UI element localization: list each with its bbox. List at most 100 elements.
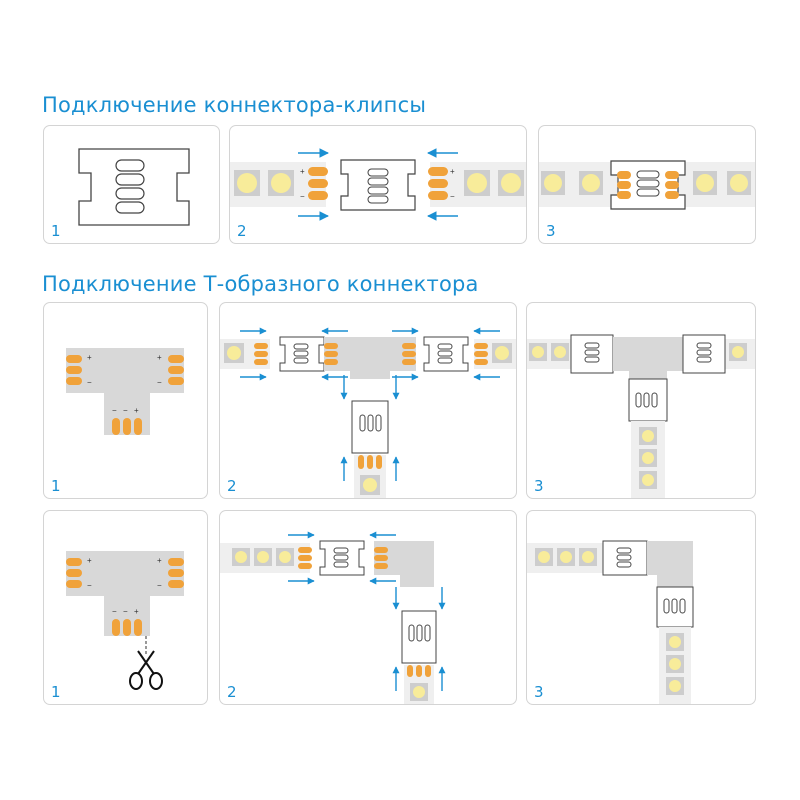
led-icon: [498, 170, 524, 196]
led-icon: [579, 548, 597, 566]
section-title-clip: Подключение коннектора-клипсы: [42, 93, 427, 117]
t-insert-diagram: [220, 327, 516, 498]
led-icon: [276, 548, 294, 566]
clip-connector-icon: [279, 336, 325, 372]
copper-pads-icon: [308, 167, 328, 200]
led-icon: [410, 683, 428, 701]
l-assembled-diagram: [527, 540, 694, 704]
led-icon: [666, 633, 684, 651]
svg-text:−: −: [87, 378, 92, 387]
svg-text:+: +: [134, 406, 139, 415]
l-step-3-panel: 3: [526, 510, 756, 705]
led-icon: [639, 427, 657, 445]
clip-step-2-panel: + − + − 2: [229, 125, 527, 244]
svg-text:+: +: [134, 607, 139, 616]
clip-step-1-panel: 1: [43, 125, 220, 244]
pad-minus-label: −: [300, 192, 305, 201]
l-step-2-panel: 2: [219, 510, 517, 705]
section-title-t-connector: Подключение Т-образного коннектора: [42, 272, 479, 296]
copper-pads-icon: [474, 343, 488, 365]
led-icon: [535, 548, 553, 566]
led-icon: [666, 677, 684, 695]
t-connector-icon: [613, 337, 683, 379]
t-connector-icon: [324, 337, 416, 379]
led-icon: [729, 343, 747, 361]
t-assembled-diagram: [527, 334, 755, 498]
clip-connector-icon: [570, 334, 614, 374]
clip-step-3-panel: 3: [538, 125, 756, 244]
copper-pads-icon: [358, 455, 382, 469]
t-connector-cut-diagram: + − + − − − +: [66, 551, 184, 690]
step-number: 2: [227, 683, 237, 701]
step-number: 2: [227, 477, 237, 495]
svg-text:+: +: [87, 556, 92, 565]
clip-connector-icon: [401, 610, 437, 664]
clip-connector-diagram: [78, 148, 190, 226]
step-number: 2: [237, 222, 247, 240]
t-connector-icon: + − + − − − +: [66, 551, 184, 636]
t-step-3-panel: 3: [526, 302, 756, 499]
led-icon: [693, 171, 717, 195]
led-icon: [529, 343, 547, 361]
clip-connector-icon: [340, 159, 416, 211]
pad-plus-label: +: [300, 167, 305, 176]
t-step-2-panel: 2: [219, 302, 517, 499]
clip-connector-icon: [656, 586, 694, 628]
led-icon: [551, 343, 569, 361]
pad-minus-label: −: [450, 192, 455, 201]
svg-text:+: +: [87, 353, 92, 362]
led-icon: [541, 171, 565, 195]
svg-text:−: −: [87, 581, 92, 590]
step-number: 1: [51, 222, 61, 240]
t-connector-icon: [374, 541, 434, 587]
svg-text:−: −: [157, 378, 162, 387]
l-insert-diagram: [220, 531, 446, 704]
l-step-1-panel: + − + − − − + 1: [43, 510, 208, 705]
clip-insert-diagram: + − + −: [230, 148, 526, 221]
led-icon: [224, 343, 244, 363]
clip-connector-icon: [602, 540, 648, 576]
t-connector-icon: [647, 541, 693, 587]
clip-connector-icon: [423, 336, 469, 372]
led-icon: [254, 548, 272, 566]
clip-connector-icon: [682, 334, 726, 374]
svg-text:+: +: [157, 353, 162, 362]
scissors-icon: [129, 650, 163, 690]
copper-pads-icon: [428, 167, 448, 200]
clip-connector-icon: [351, 400, 389, 454]
step-number: 3: [546, 222, 556, 240]
led-icon: [727, 171, 751, 195]
led-icon: [464, 170, 490, 196]
led-icon: [234, 170, 260, 196]
led-icon: [360, 475, 380, 495]
svg-text:−: −: [123, 607, 128, 616]
led-icon: [557, 548, 575, 566]
pad-plus-label: +: [450, 167, 455, 176]
led-icon: [666, 655, 684, 673]
copper-pads-icon: [298, 547, 312, 569]
led-icon: [492, 343, 512, 363]
t-step-1-panel: + − + − − − + 1: [43, 302, 208, 499]
step-number: 3: [534, 683, 544, 701]
svg-text:−: −: [123, 406, 128, 415]
step-number: 3: [534, 477, 544, 495]
clip-connector-icon: [628, 378, 668, 422]
svg-text:−: −: [112, 406, 117, 415]
led-icon: [579, 171, 603, 195]
copper-pads-icon: [617, 171, 679, 199]
led-icon: [268, 170, 294, 196]
clip-connector-icon: [319, 540, 365, 576]
led-icon: [639, 471, 657, 489]
step-number: 1: [51, 477, 61, 495]
copper-pads-icon: [254, 343, 268, 365]
step-number: 1: [51, 683, 61, 701]
svg-text:−: −: [112, 607, 117, 616]
clip-connector-icon: [78, 148, 190, 226]
led-icon: [232, 548, 250, 566]
svg-text:+: +: [157, 556, 162, 565]
svg-text:−: −: [157, 581, 162, 590]
led-icon: [639, 449, 657, 467]
t-connector-diagram: + − + − − − +: [66, 348, 184, 435]
t-connector-icon: + − + − − − +: [66, 348, 184, 435]
copper-pads-icon: [407, 665, 431, 677]
